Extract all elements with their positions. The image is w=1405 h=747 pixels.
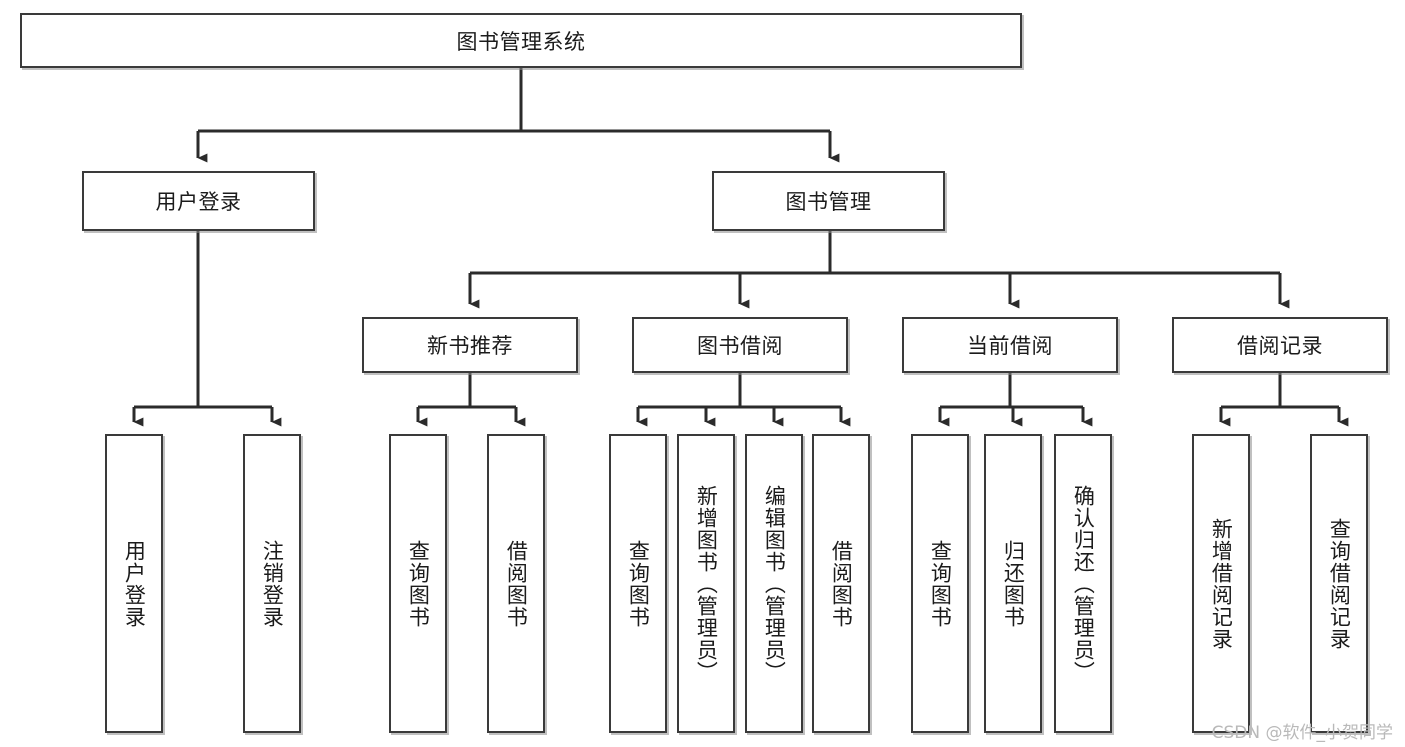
- leaf-borrow-edit-book-admin[interactable]: 编辑图书（管理员）: [745, 434, 803, 733]
- leaf-user-login[interactable]: 用户登录: [105, 434, 163, 733]
- node-current-borrow-label: 当前借阅: [967, 334, 1053, 358]
- node-current-borrow[interactable]: 当前借阅: [902, 317, 1118, 373]
- node-new-book-recommend-label: 新书推荐: [427, 334, 513, 358]
- node-book-management-label: 图书管理: [785, 190, 872, 214]
- leaf-logout-label: 注销登录: [260, 539, 285, 628]
- leaf-current-query-book-label: 查询图书: [928, 539, 953, 628]
- node-book-borrow-label: 图书借阅: [697, 334, 783, 358]
- leaf-newbook-query-book[interactable]: 查询图书: [389, 434, 447, 733]
- leaf-current-confirm-return-admin-label: 确认归还（管理员）: [1071, 484, 1096, 683]
- leaf-current-confirm-return-admin[interactable]: 确认归还（管理员）: [1054, 434, 1112, 733]
- leaf-logout[interactable]: 注销登录: [243, 434, 301, 733]
- leaf-current-return-book[interactable]: 归还图书: [984, 434, 1042, 733]
- leaf-record-add-borrow-record[interactable]: 新增借阅记录: [1192, 434, 1250, 733]
- leaf-borrow-borrow-book-label: 借阅图书: [829, 539, 854, 628]
- leaf-borrow-query-book[interactable]: 查询图书: [609, 434, 667, 733]
- leaf-record-query-borrow-record[interactable]: 查询借阅记录: [1310, 434, 1368, 733]
- node-root-label: 图书管理系统: [456, 29, 586, 54]
- leaf-current-return-book-label: 归还图书: [1001, 539, 1026, 628]
- leaf-record-query-borrow-record-label: 查询借阅记录: [1327, 517, 1352, 650]
- leaf-borrow-query-book-label: 查询图书: [626, 539, 651, 628]
- leaf-record-add-borrow-record-label: 新增借阅记录: [1209, 517, 1234, 650]
- leaf-borrow-add-book-admin-label: 新增图书（管理员）: [694, 484, 719, 683]
- node-book-management[interactable]: 图书管理: [712, 171, 945, 231]
- node-new-book-recommend[interactable]: 新书推荐: [362, 317, 578, 373]
- leaf-newbook-borrow-book-label: 借阅图书: [504, 539, 529, 628]
- leaf-user-login-label: 用户登录: [122, 539, 147, 628]
- leaf-current-query-book[interactable]: 查询图书: [911, 434, 969, 733]
- node-root[interactable]: 图书管理系统: [20, 13, 1022, 68]
- leaf-newbook-query-book-label: 查询图书: [406, 539, 431, 628]
- leaf-borrow-borrow-book[interactable]: 借阅图书: [812, 434, 870, 733]
- node-user-login[interactable]: 用户登录: [82, 171, 315, 231]
- leaf-newbook-borrow-book[interactable]: 借阅图书: [487, 434, 545, 733]
- leaf-borrow-add-book-admin[interactable]: 新增图书（管理员）: [677, 434, 735, 733]
- node-book-borrow[interactable]: 图书借阅: [632, 317, 848, 373]
- node-user-login-label: 用户登录: [155, 190, 242, 214]
- leaf-borrow-edit-book-admin-label: 编辑图书（管理员）: [762, 484, 787, 683]
- node-borrow-record-label: 借阅记录: [1237, 334, 1323, 358]
- node-borrow-record[interactable]: 借阅记录: [1172, 317, 1388, 373]
